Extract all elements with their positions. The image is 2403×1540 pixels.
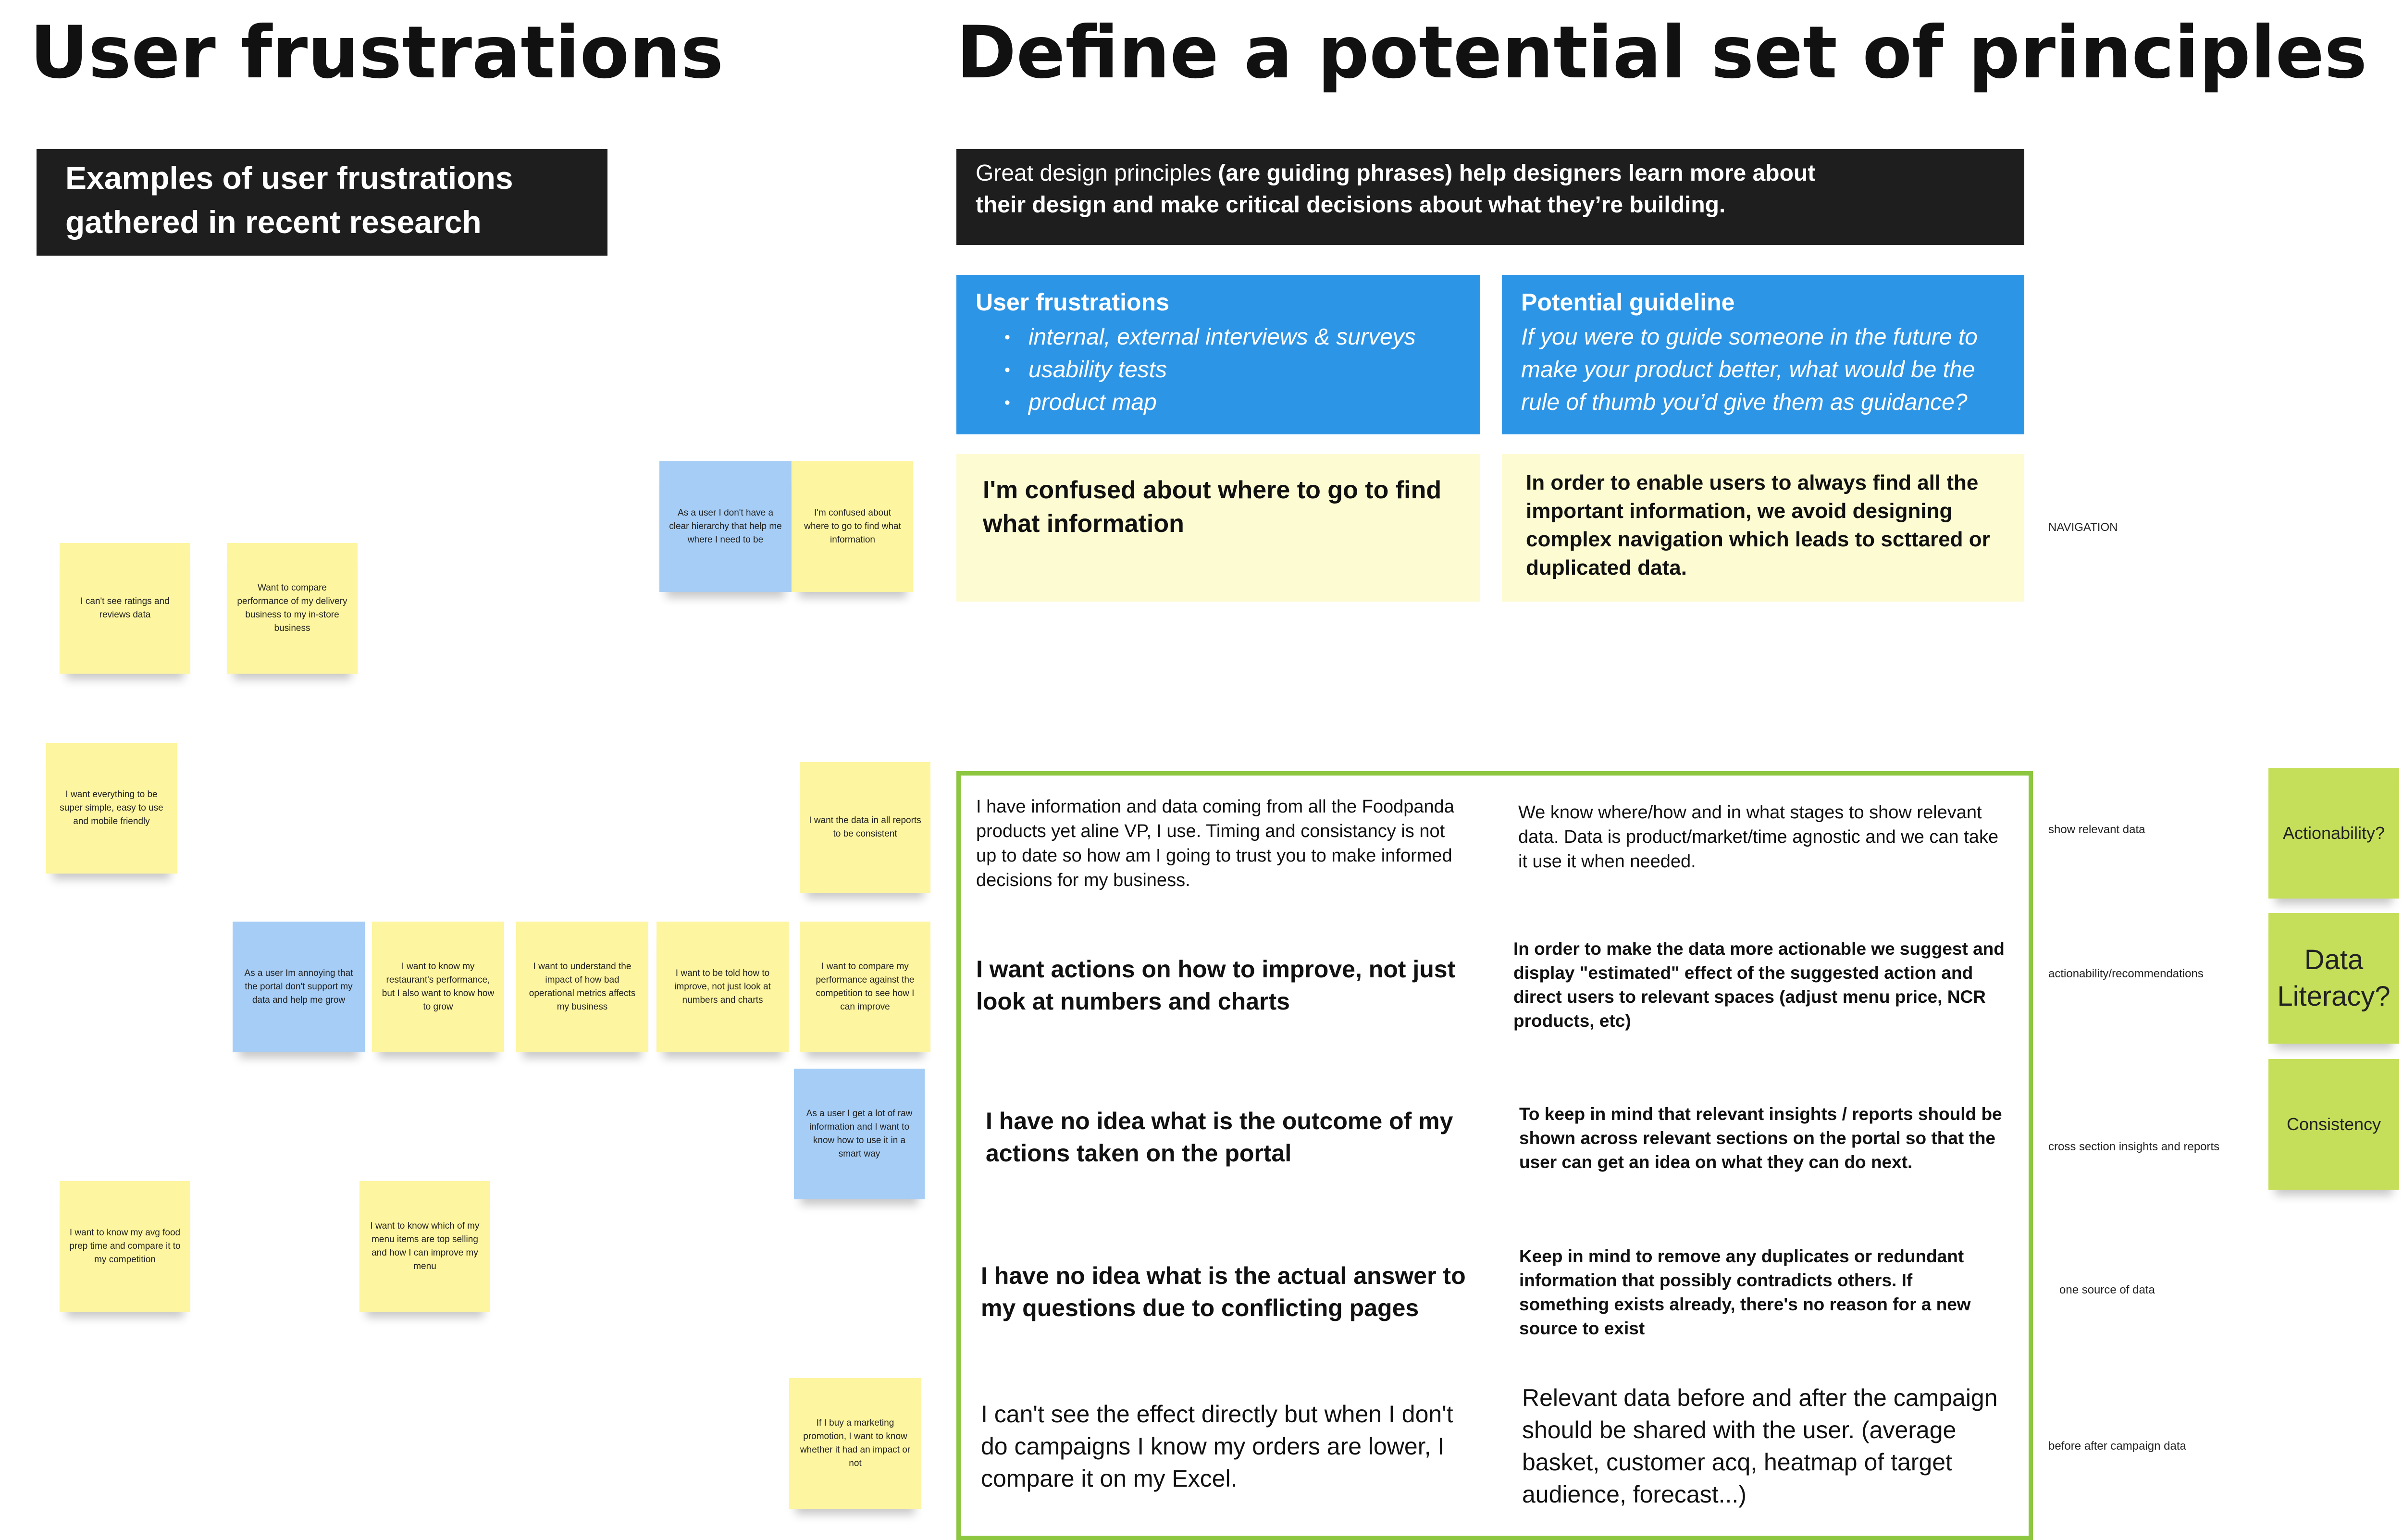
sticky-note[interactable]: As a user Im annoying that the portal do… (233, 922, 365, 1052)
theme-sticky-actionability[interactable]: Actionability? (2268, 768, 2399, 899)
label-before-after-campaign: before after campaign data (2048, 1440, 2186, 1453)
label-navigation: NAVIGATION (2048, 521, 2118, 534)
list-item: usability tests (1004, 354, 1461, 386)
label-one-source: one source of data (2059, 1283, 2155, 1296)
header-card-title: Potential guideline (1521, 289, 1735, 316)
theme-sticky-consistency[interactable]: Consistency (2268, 1059, 2399, 1190)
sticky-note[interactable]: If I buy a marketing promotion, I want t… (789, 1378, 921, 1509)
banner-line-bold: their design and make critical decisions… (976, 192, 1726, 218)
guideline-text: Relevant data before and after the campa… (1522, 1384, 1998, 1508)
sticky-note[interactable]: I want to know my restaurant's performan… (372, 922, 504, 1052)
example-guideline-card: In order to enable users to always find … (1502, 454, 2024, 602)
sticky-note[interactable]: I want to be told how to improve, not ju… (656, 922, 789, 1052)
sticky-note[interactable]: I want everything to be super simple, ea… (46, 743, 177, 874)
header-card-title: User frustrations (976, 289, 1169, 316)
frustration-text: I have information and data coming from … (976, 797, 1454, 890)
banner-design-principles: Great design principles (are guiding phr… (956, 149, 2024, 245)
list-item: product map (1004, 386, 1461, 419)
sticky-note[interactable]: As a user I don't have a clear hierarchy… (659, 461, 792, 592)
label-show-relevant-data: show relevant data (2048, 823, 2145, 836)
banner-text-bold: (are guiding phrases) help designers lea… (1218, 160, 1816, 186)
banner-line: gathered in recent research (65, 204, 482, 240)
label-cross-section: cross section insights and reports (2048, 1140, 2220, 1153)
guideline-text: In order to make the data more actionabl… (1513, 939, 2005, 1031)
banner-line: Great design principles (are guiding phr… (976, 158, 2005, 189)
frustration-text: I have no idea what is the actual answer… (981, 1262, 1466, 1321)
banner-text: Great design principles (976, 160, 1218, 186)
banner-user-frustrations: Examples of user frustrations gathered i… (37, 149, 607, 256)
guideline-text: To keep in mind that relevant insights /… (1519, 1104, 2002, 1172)
header-card-potential-guideline: Potential guideline If you were to guide… (1502, 275, 2024, 434)
page-title-principles: Define a potential set of principles (956, 11, 2367, 95)
theme-sticky-data-literacy[interactable]: Data Literacy? (2268, 913, 2399, 1044)
frustration-sources-list: internal, external interviews & surveys … (976, 321, 1461, 419)
sticky-note[interactable]: I want to compare my performance against… (800, 922, 930, 1052)
guideline-text: Keep in mind to remove any duplicates or… (1519, 1246, 1971, 1338)
label-actionability: actionability/recommendations (2048, 967, 2204, 980)
sticky-note[interactable]: I want to know my avg food prep time and… (60, 1181, 190, 1312)
sticky-note[interactable]: I want to understand the impact of how b… (516, 922, 648, 1052)
sticky-note[interactable]: I want the data in all reports to be con… (800, 762, 930, 893)
sticky-note[interactable]: I want to know which of my menu items ar… (359, 1181, 490, 1312)
page-title-user-frustrations: User frustrations (30, 11, 724, 95)
list-item: internal, external interviews & surveys (1004, 321, 1461, 354)
sticky-note[interactable]: Want to compare performance of my delive… (227, 543, 358, 674)
header-card-description: If you were to guide someone in the futu… (1521, 324, 1978, 415)
frustration-text: I can't see the effect directly but when… (981, 1401, 1453, 1492)
sticky-note[interactable]: I'm confused about where to go to find w… (792, 461, 913, 592)
sticky-note[interactable]: As a user I get a lot of raw information… (794, 1069, 925, 1199)
example-frustration-card: I'm confused about where to go to find w… (956, 454, 1480, 602)
principles-board: I have information and data coming from … (956, 771, 2033, 1540)
header-card-user-frustrations: User frustrations internal, external int… (956, 275, 1480, 434)
sticky-note[interactable]: I can't see ratings and reviews data (60, 543, 190, 674)
guideline-text: We know where/how and in what stages to … (1518, 802, 1999, 872)
banner-line: Examples of user frustrations (65, 160, 513, 196)
frustration-text: I want actions on how to improve, not ju… (976, 956, 1456, 1015)
frustration-text: I have no idea what is the outcome of my… (986, 1108, 1453, 1167)
